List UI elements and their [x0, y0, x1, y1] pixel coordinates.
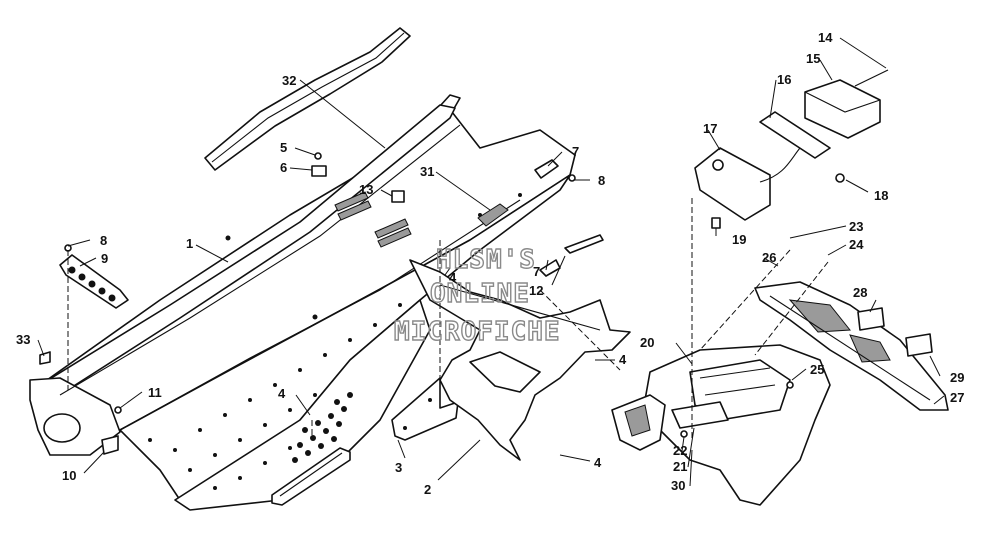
callout-29: 29: [950, 370, 964, 385]
callout-15: 15: [806, 51, 820, 66]
callout-22: 22: [673, 443, 687, 458]
part-12-plate: [564, 234, 604, 254]
callout-20: 20: [640, 335, 654, 350]
callout-12: 12: [529, 283, 543, 298]
watermark-line-2: ONLINE: [430, 279, 530, 309]
part-33-decal: [39, 351, 51, 365]
part-11-rivet: [114, 406, 122, 414]
part-32-trim-strip: [204, 27, 411, 171]
part-14-screw: [854, 69, 889, 87]
taillight-assembly: [694, 69, 889, 229]
callout-13: 13: [359, 182, 373, 197]
part-7-bracket-upper: [534, 159, 559, 179]
callout-14: 14: [818, 30, 833, 45]
part-9-vent-cover: [59, 254, 129, 309]
watermark-line-1: HLSM'S: [436, 245, 536, 275]
part-5-bolt: [314, 152, 322, 160]
part-4-rail: [271, 447, 351, 506]
part-20-rear-bumper: [611, 344, 831, 506]
callout-labels: 1 2 3 4 4 4 4 5 6 7 7 8 8 9 10 11 12 13 …: [16, 30, 964, 497]
callout-4-d: 4: [594, 455, 602, 470]
callout-28: 28: [853, 285, 867, 300]
callout-16: 16: [777, 72, 791, 87]
callout-5: 5: [280, 140, 287, 155]
part-29-decal: [905, 333, 933, 357]
callout-7-a: 7: [572, 144, 579, 159]
callout-4-a: 4: [278, 386, 286, 401]
callout-24: 24: [849, 237, 864, 252]
callout-3: 3: [395, 460, 402, 475]
callout-7-b: 7: [533, 264, 540, 279]
callout-30: 30: [671, 478, 685, 493]
callout-27: 27: [950, 390, 964, 405]
part-25-nut: [786, 381, 794, 389]
callout-33: 33: [16, 332, 30, 347]
callout-11: 11: [148, 385, 162, 400]
callout-19: 19: [732, 232, 746, 247]
part-18-bulb: [835, 173, 845, 183]
callout-25: 25: [810, 362, 824, 377]
callout-1: 1: [186, 236, 193, 251]
callout-17: 17: [703, 121, 717, 136]
part-10-clip: [101, 435, 119, 455]
part-13-block: [391, 190, 405, 203]
part-17-housing: [694, 147, 771, 221]
callout-4-c: 4: [619, 352, 627, 367]
callout-8-b: 8: [598, 173, 605, 188]
part-1-tunnel: [29, 94, 576, 511]
part-6-bracket: [311, 165, 327, 177]
watermark-line-3: MICROFICHE: [394, 317, 561, 347]
callout-18: 18: [874, 188, 888, 203]
tunnel-perforations: [292, 392, 353, 463]
callout-8-a: 8: [100, 233, 107, 248]
part-31-clip: [477, 203, 509, 227]
part-3-bracket: [391, 377, 459, 441]
leader-lines: [37, 37, 945, 487]
callout-2: 2: [424, 482, 431, 497]
tunnel-rivets: [148, 193, 522, 490]
callout-6: 6: [280, 160, 287, 175]
part-2-wavy-guard: [409, 259, 631, 461]
callout-32: 32: [282, 73, 296, 88]
callout-21: 21: [673, 459, 687, 474]
small-hardware: [39, 152, 604, 455]
callout-4-b: 4: [449, 270, 457, 285]
part-22-bolt: [680, 430, 688, 438]
part-15-lens: [804, 79, 881, 139]
callout-26: 26: [762, 250, 776, 265]
callout-9: 9: [101, 251, 108, 266]
part-27-flap: [754, 281, 949, 411]
callout-31: 31: [420, 164, 434, 179]
part-21-pad: [671, 401, 729, 429]
callout-23: 23: [849, 219, 863, 234]
part-8-fastener-right: [568, 174, 576, 182]
part-28-decal: [857, 307, 885, 331]
part-19-connector: [711, 217, 721, 229]
watermark: HLSM'S ONLINE MICROFICHE: [393, 244, 561, 347]
callout-10: 10: [62, 468, 76, 483]
